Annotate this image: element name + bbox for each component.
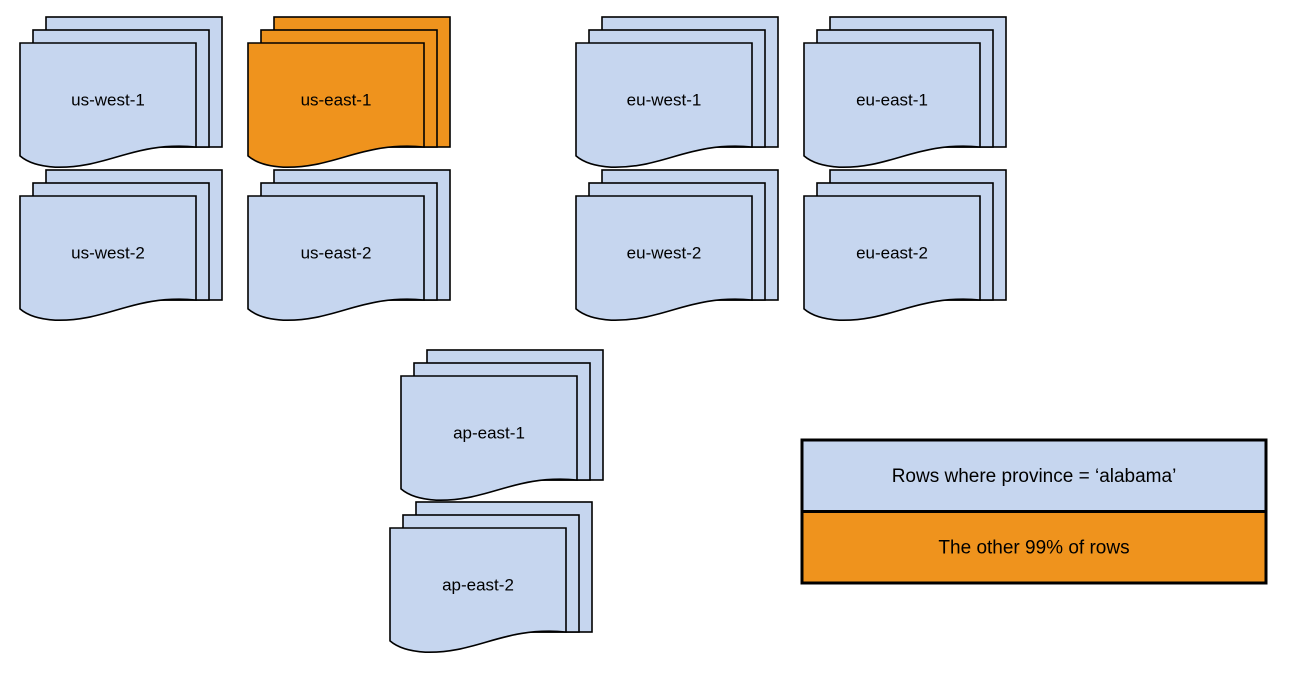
document-stack-eu-east-2[interactable]: eu-east-2 (803, 169, 1007, 321)
legend: Rows where province = ‘alabama’ The other… (800, 438, 1268, 585)
document-stack-us-east-1[interactable]: us-east-1 (247, 16, 451, 168)
stack-label-eu-west-2: eu-west-2 (627, 244, 702, 263)
document-stack-us-west-2[interactable]: us-west-2 (19, 169, 223, 321)
legend-row-alabama[interactable]: Rows where province = ‘alabama’ (800, 438, 1268, 513)
stack-sheet-front (247, 195, 425, 321)
document-stack-ap-east-1[interactable]: ap-east-1 (400, 349, 604, 501)
document-stack-eu-east-1[interactable]: eu-east-1 (803, 16, 1007, 168)
stack-label-us-west-1: us-west-1 (71, 91, 145, 110)
legend-row-alabama-label: Rows where province = ‘alabama’ (892, 466, 1177, 487)
stack-label-us-east-2: us-east-2 (301, 244, 372, 263)
stack-label-eu-east-1: eu-east-1 (856, 91, 928, 110)
document-stack-us-west-1[interactable]: us-west-1 (19, 16, 223, 168)
stack-sheet-front (389, 527, 567, 653)
document-stack-eu-west-1[interactable]: eu-west-1 (575, 16, 779, 168)
stack-label-ap-east-2: ap-east-2 (442, 576, 514, 595)
stack-sheet-front (247, 42, 425, 168)
legend-row-alabama-swatch (800, 438, 1268, 513)
stack-sheet-front (400, 375, 578, 501)
document-stack-ap-east-2[interactable]: ap-east-2 (389, 501, 593, 653)
legend-row-other-swatch (800, 510, 1268, 585)
stack-sheet-front (575, 195, 753, 321)
stack-label-us-east-1: us-east-1 (301, 91, 372, 110)
stack-sheet-front (803, 195, 981, 321)
legend-row-other-label: The other 99% of rows (938, 537, 1129, 558)
stack-sheet-front (803, 42, 981, 168)
stack-sheet-front (575, 42, 753, 168)
stack-label-eu-west-1: eu-west-1 (627, 91, 702, 110)
legend-row-other[interactable]: The other 99% of rows (800, 510, 1268, 585)
stack-label-us-west-2: us-west-2 (71, 244, 145, 263)
document-stack-eu-west-2[interactable]: eu-west-2 (575, 169, 779, 321)
stack-sheet-front (19, 195, 197, 321)
stack-label-eu-east-2: eu-east-2 (856, 244, 928, 263)
stack-sheet-front (19, 42, 197, 168)
document-stack-layer: us-west-1 us-east-1 eu-west-1 eu-east-1 us-w… (19, 16, 1007, 653)
stack-label-ap-east-1: ap-east-1 (453, 424, 525, 443)
document-stack-us-east-2[interactable]: us-east-2 (247, 169, 451, 321)
